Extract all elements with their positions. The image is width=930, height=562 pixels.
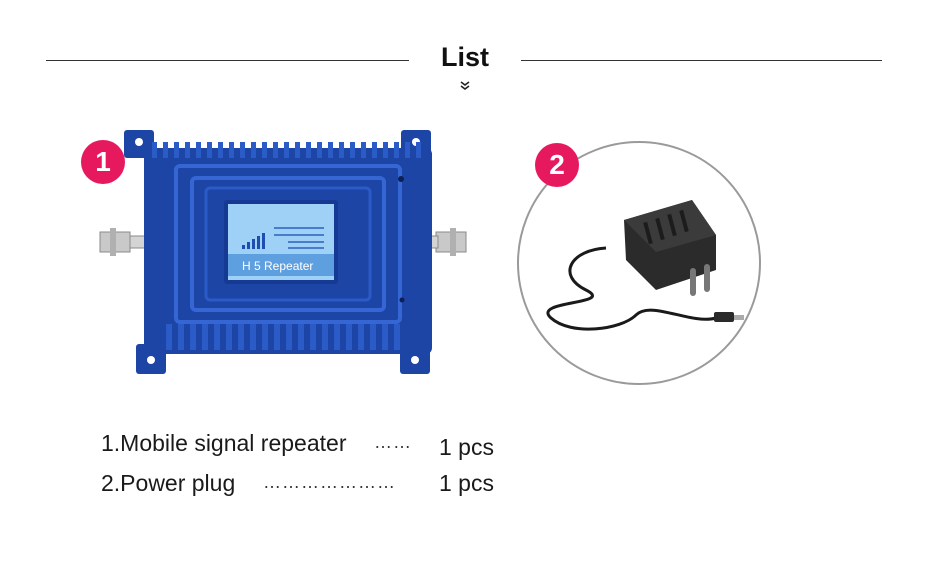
item-dots: ………………… [263,472,396,492]
divider-left [46,60,409,61]
power-plug-image [517,141,761,385]
section-title: List [440,42,489,72]
list-item: 1.Mobile signal repeater …… 1 pcs [101,430,521,466]
double-chevron-down-icon [460,81,470,90]
item-quantity: 1 pcs [439,434,494,460]
item-quantity: 1 pcs [439,470,494,496]
item-name: 1.Mobile signal repeater [101,430,347,456]
package-list: 1.Mobile signal repeater …… 1 pcs 2.Powe… [101,430,521,502]
item-1-badge: 1 [81,140,125,184]
lcd-label: H 5 Repeater [242,259,313,273]
repeater-image: H 5 Repeater [99,130,467,374]
left-connector [99,228,147,256]
item-name: 2.Power plug [101,470,236,496]
item-dots: …… [374,432,412,452]
list-item: 2.Power plug ………………… 1 pcs [101,466,521,502]
item-2-badge: 2 [535,143,579,187]
divider-right [521,60,882,61]
